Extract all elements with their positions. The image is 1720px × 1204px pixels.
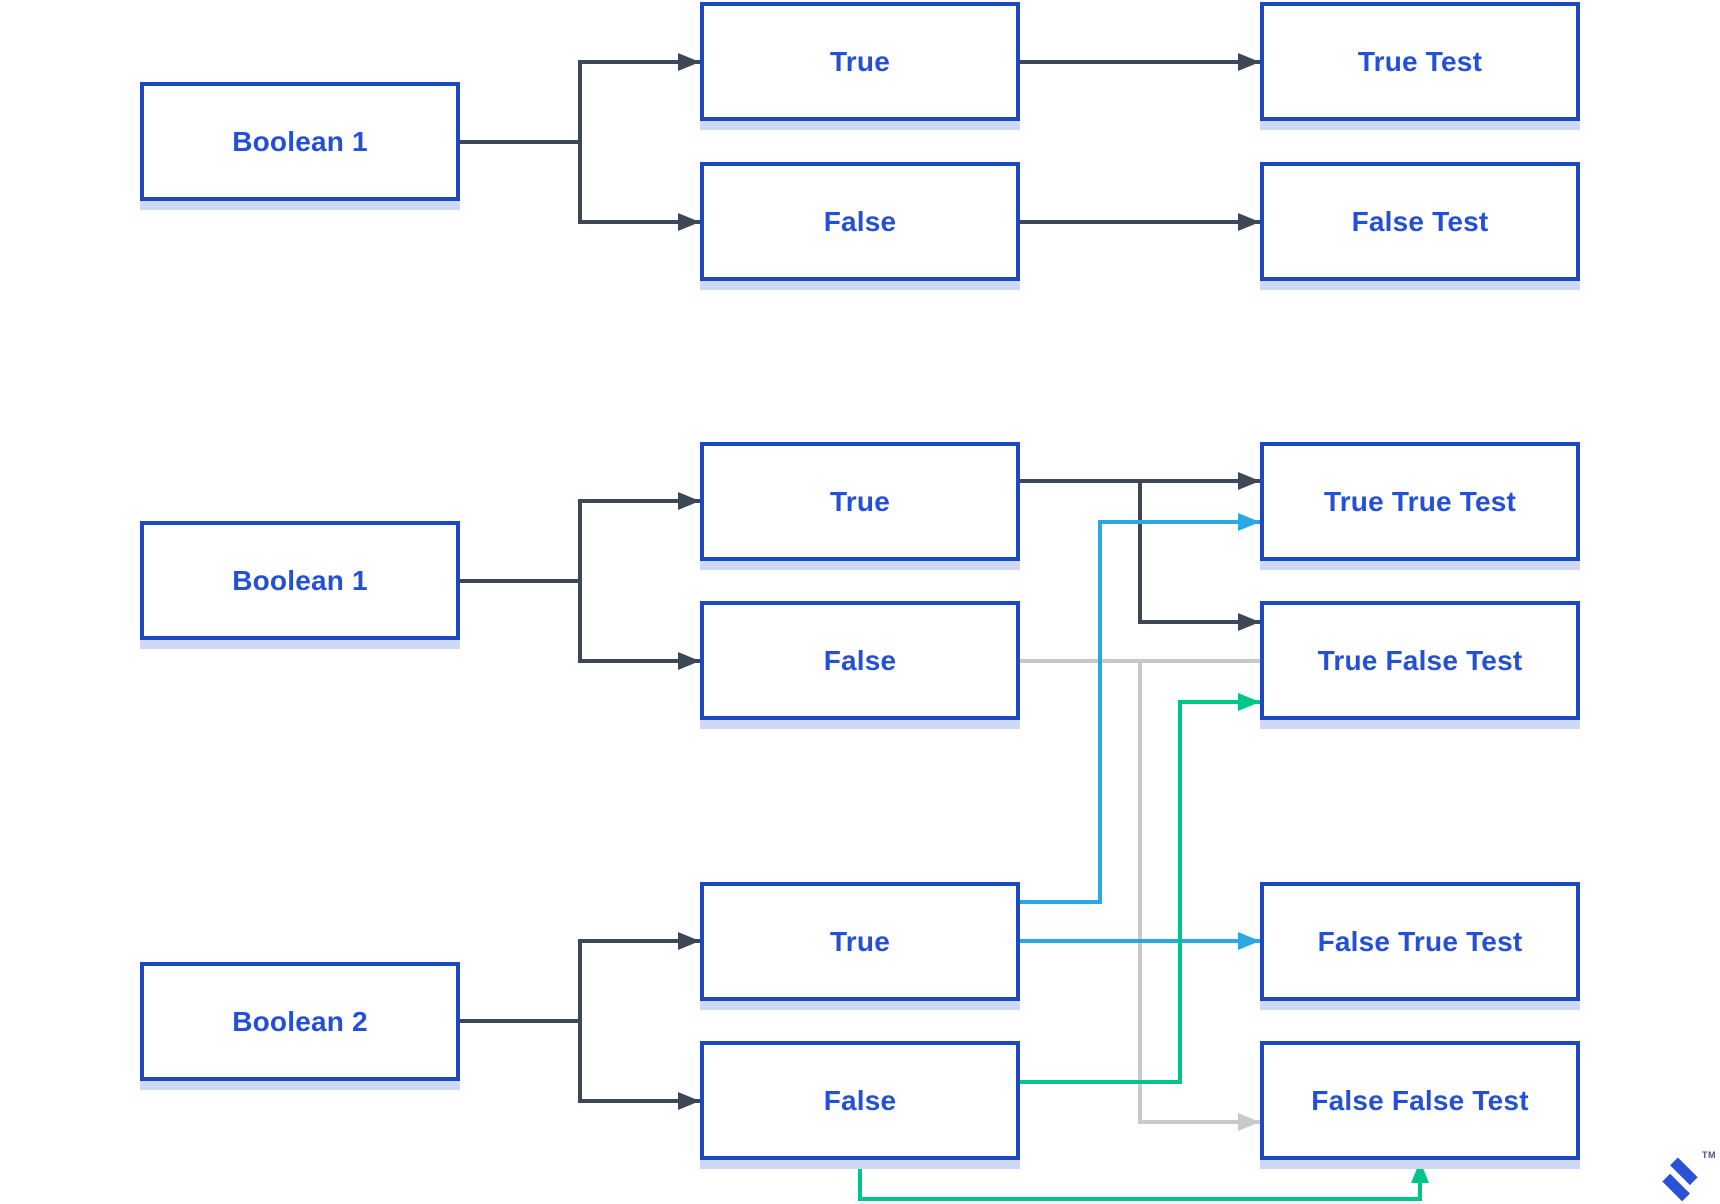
edge-boolean1top-false <box>578 142 700 224</box>
node-true-mid: True <box>700 442 1020 561</box>
edge-true2-truefalsetest <box>1138 481 1260 624</box>
edge-boolean2-true <box>578 939 700 1021</box>
edge-false3-truefalsetest <box>1020 700 1260 1084</box>
node-label: False False Test <box>1311 1084 1529 1116</box>
node-true-bottom: True <box>700 882 1020 1001</box>
node-label: Boolean 1 <box>232 125 368 157</box>
edge-true3-truetruetest <box>1020 520 1260 904</box>
node-boolean2: Boolean 2 <box>140 962 460 1081</box>
arrowhead-true1-truetest <box>1238 53 1260 71</box>
edge-false2-falsefalsetest <box>1138 661 1260 1124</box>
node-boolean1-top: Boolean 1 <box>140 82 460 201</box>
node-label: Boolean 1 <box>232 564 368 596</box>
toptal-logo: TM <box>1660 1148 1720 1204</box>
node-label: True <box>830 925 890 957</box>
arrowhead-true3-truetruetest <box>1238 513 1260 531</box>
edge-false3-falsefalsetest <box>858 1160 1422 1201</box>
node-boolean1-mid: Boolean 1 <box>140 521 460 640</box>
arrowhead-true3-falsetruetest <box>1238 932 1260 950</box>
node-label: True True Test <box>1323 485 1517 517</box>
arrowhead-false3-falsefalsetest <box>1411 1161 1429 1183</box>
arrowhead-false2-falsefalsetest <box>1238 1113 1260 1131</box>
arrowhead-true2-truefalsetest <box>1238 613 1260 631</box>
node-true-top: True <box>700 2 1020 121</box>
arrowhead-boolean1top-true <box>678 53 700 71</box>
edge-boolean2-false <box>578 1021 700 1103</box>
node-true-false-test: True False Test <box>1260 601 1580 720</box>
node-false-bottom: False <box>700 1041 1020 1160</box>
edge-boolean1top-true <box>578 60 700 142</box>
node-label: False <box>823 205 897 237</box>
arrowhead-boolean2-true <box>678 932 700 950</box>
node-true-test: True Test <box>1260 2 1580 121</box>
arrowhead-boolean1top-false <box>678 213 700 231</box>
node-label: True <box>830 485 890 517</box>
toptal-logo-icon <box>1662 1157 1698 1202</box>
node-false-top: False <box>700 162 1020 281</box>
node-label: False <box>823 1084 897 1116</box>
node-label: False True Test <box>1317 925 1523 957</box>
node-false-true-test: False True Test <box>1260 882 1580 1001</box>
node-true-true-test: True True Test <box>1260 442 1580 561</box>
edge-boolean1mid-true <box>578 499 700 581</box>
node-false-false-test: False False Test <box>1260 1041 1580 1160</box>
arrowhead-false3-truefalsetest <box>1238 693 1260 711</box>
node-label: False <box>823 644 897 676</box>
trademark-symbol: TM <box>1702 1150 1716 1160</box>
arrowhead-boolean2-false <box>678 1092 700 1110</box>
edge-boolean1mid-false <box>578 581 700 663</box>
node-false-mid: False <box>700 601 1020 720</box>
node-label: Boolean 2 <box>232 1005 368 1037</box>
arrowhead-false1-falsetest <box>1238 213 1260 231</box>
node-label: False Test <box>1351 205 1489 237</box>
arrowhead-boolean1mid-true <box>678 492 700 510</box>
node-label: True <box>830 45 890 77</box>
arrowhead-true2-truetruetest <box>1238 472 1260 490</box>
arrowhead-boolean1mid-false <box>678 652 700 670</box>
node-label: True False Test <box>1317 644 1523 676</box>
node-false-test: False Test <box>1260 162 1580 281</box>
node-label: True Test <box>1357 45 1483 77</box>
